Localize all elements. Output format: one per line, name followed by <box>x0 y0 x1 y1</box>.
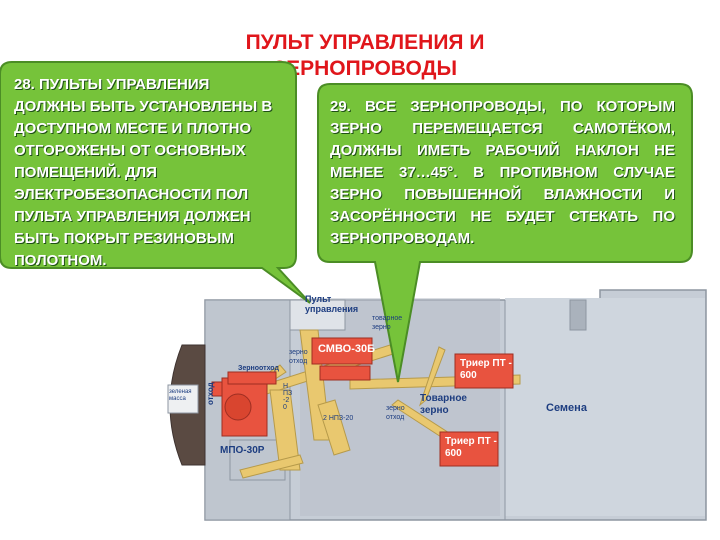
otkhod-label: отход <box>206 382 215 405</box>
control-panel-label: Пульт управления <box>305 294 359 314</box>
machines <box>211 337 514 467</box>
trier-1-machine <box>454 353 514 389</box>
page-title: ПУЛЬТ УПРАВЛЕНИЯ И ЗЕРНОПРОВОДЫ <box>245 31 485 80</box>
semena-label: Семена <box>546 402 587 414</box>
smvo-label: СМВО-30Б <box>318 343 375 355</box>
callout-28-text: 28. ПУЛЬТЫ УПРАВЛЕНИЯ ДОЛЖНЫ БЫТЬ УСТАНО… <box>14 76 273 269</box>
zelenaya-massa-label: зеленая масса <box>169 389 192 402</box>
smvo-machine <box>311 337 373 365</box>
npz-20-label: НПЗ-20 <box>283 383 293 411</box>
trier-2-machine <box>439 431 499 467</box>
npz-2-label: 2 НПЗ-20 <box>323 415 354 422</box>
zerno-otkhod-label-2: зерно отход <box>386 405 405 421</box>
zerno-otkhod-label-1: зерно отход <box>289 349 308 365</box>
silo-label-box <box>167 384 199 414</box>
tovarnoe-small-label: товарное зерно <box>372 315 403 331</box>
mpo-label: МПО-30Р <box>220 445 265 456</box>
trier-1-label: Триер ПТ - 600 <box>460 358 512 381</box>
tovarnoe-zerno-label: Товарное зерно <box>420 393 467 416</box>
callout-shapes <box>317 83 693 383</box>
zernootkhod-label: Зерноотход <box>238 365 279 372</box>
callout-29-text: 29. ВСЕ ЗЕРНОПРОВОДЫ, ПО КОТОРЫМ ЗЕРНО П… <box>330 98 675 247</box>
left-callout-bg <box>0 61 311 304</box>
trier-2-label: Триер ПТ - 600 <box>445 436 497 459</box>
